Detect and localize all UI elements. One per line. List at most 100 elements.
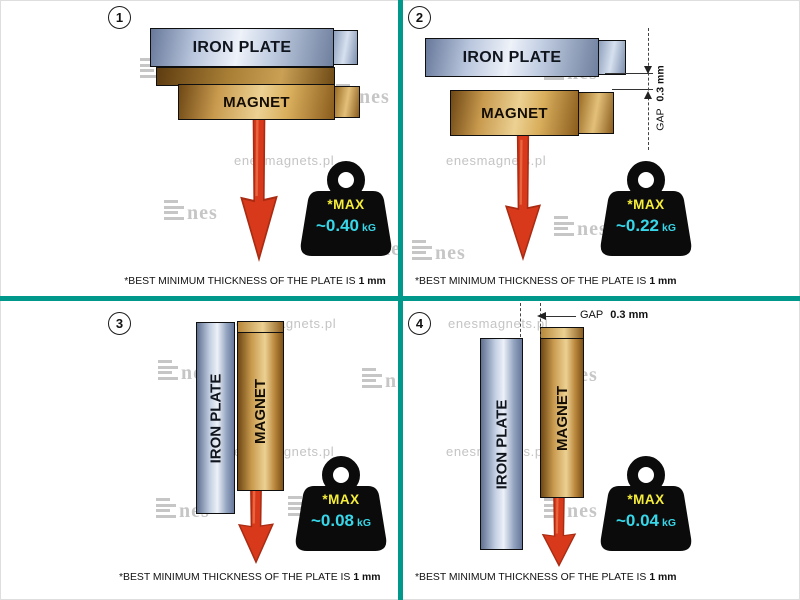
weight-unit: kG bbox=[357, 517, 372, 529]
logo-bars-icon bbox=[156, 498, 176, 520]
footnote-text: *BEST MINIMUM THICKNESS OF THE PLATE IS bbox=[415, 276, 647, 287]
panel-1: 1 nes nes nes nes enesmagnets.pl IRON PL… bbox=[0, 0, 398, 296]
enes-logo-watermark: nes bbox=[412, 240, 466, 264]
logo-bars-icon bbox=[158, 360, 178, 382]
magnet: MAGNET bbox=[178, 84, 335, 120]
magnet-label: MAGNET bbox=[223, 93, 290, 111]
weight-value: ~0.40 bbox=[315, 216, 359, 235]
panel-number: 3 bbox=[115, 316, 124, 331]
footnote-text: *BEST MINIMUM THICKNESS OF THE PLATE IS bbox=[119, 572, 351, 583]
magnet-end bbox=[334, 86, 360, 118]
gap-extension-line bbox=[605, 73, 653, 74]
footnote-text: *BEST MINIMUM THICKNESS OF THE PLATE IS bbox=[415, 572, 647, 583]
magnet-label: MAGNET bbox=[252, 379, 269, 444]
magnet: MAGNET bbox=[540, 338, 584, 498]
gap-label: GAP 0.3 mm bbox=[580, 309, 648, 321]
iron-plate: IRON PLATE bbox=[196, 322, 235, 514]
magnet: MAGNET bbox=[237, 332, 284, 491]
enes-logo-watermark: nes bbox=[164, 200, 218, 224]
panel-number-badge: 1 bbox=[108, 6, 131, 29]
weight-value: ~0.08 bbox=[310, 511, 354, 530]
gap-dimension-line bbox=[540, 303, 541, 337]
panel-number: 1 bbox=[115, 10, 124, 25]
gap-value: 0.3 mm bbox=[655, 65, 667, 102]
watermark-text: enesmagnets.pl bbox=[448, 316, 549, 331]
iron-plate-label: IRON PLATE bbox=[462, 48, 562, 66]
panel-number: 2 bbox=[415, 10, 424, 25]
iron-plate-end bbox=[598, 40, 626, 75]
iron-plate: IRON PLATE bbox=[480, 338, 523, 550]
max-label: *MAX bbox=[327, 197, 365, 212]
logo-text: nes bbox=[359, 85, 390, 108]
iron-plate-label: IRON PLATE bbox=[207, 373, 225, 463]
panel-4: 4 enesmagnets.pl enesmagnets.pl nes nes … bbox=[403, 301, 800, 600]
iron-plate-end bbox=[333, 30, 358, 65]
iron-plate-label: IRON PLATE bbox=[493, 399, 511, 489]
logo-bars-icon bbox=[164, 200, 184, 222]
logo-bars-icon bbox=[412, 240, 432, 262]
gap-dimension-line bbox=[520, 303, 521, 337]
iron-plate: IRON PLATE bbox=[425, 38, 599, 77]
magnet: MAGNET bbox=[450, 90, 579, 136]
logo-text: nes bbox=[385, 369, 398, 392]
panel-3: 3 enesmagnets.pl enesmagnets.pl nes nes … bbox=[0, 301, 398, 600]
footnote-bold: 1 mm bbox=[358, 276, 386, 287]
dimension-arrow-up-icon bbox=[644, 91, 652, 99]
logo-bars-icon bbox=[554, 216, 574, 238]
weight-unit: kG bbox=[662, 222, 677, 234]
dimension-arrow-left-icon bbox=[537, 312, 546, 320]
gap-word: GAP bbox=[580, 309, 604, 321]
gap-dimension-line bbox=[648, 28, 649, 150]
panel-number-badge: 4 bbox=[408, 312, 431, 335]
logo-text: nes bbox=[435, 241, 466, 264]
weight-value: ~0.04 bbox=[615, 511, 659, 530]
down-arrow-icon bbox=[500, 133, 546, 261]
logo-bars-icon bbox=[362, 368, 382, 390]
iron-plate: IRON PLATE bbox=[150, 28, 334, 67]
magnet-label: MAGNET bbox=[553, 385, 571, 451]
max-label: *MAX bbox=[627, 492, 665, 507]
gap-label: GAP 0.3 mm bbox=[651, 52, 671, 144]
logo-text: nes bbox=[567, 499, 598, 522]
enes-logo-watermark: nes bbox=[362, 368, 398, 392]
footnote-text: *BEST MINIMUM THICKNESS OF THE PLATE IS bbox=[124, 276, 356, 287]
gap-extension-line bbox=[612, 89, 653, 90]
magnet-end bbox=[578, 92, 614, 134]
footnote-bold: 1 mm bbox=[353, 572, 381, 583]
gap-extension-line bbox=[544, 316, 576, 317]
panel-number-badge: 2 bbox=[408, 6, 431, 29]
max-label: *MAX bbox=[322, 492, 360, 507]
weight-unit: kG bbox=[362, 222, 377, 234]
panel-number-badge: 3 bbox=[108, 312, 131, 335]
down-arrow-icon bbox=[235, 112, 283, 262]
panel-2: 2 nes nes nes enesmagnets.pl IRON PLATE … bbox=[403, 0, 800, 296]
dimension-arrow-down-icon bbox=[644, 66, 652, 74]
gap-word: GAP bbox=[655, 108, 667, 131]
logo-bars-icon bbox=[288, 496, 308, 518]
logo-text: nes bbox=[187, 201, 218, 224]
gap-value: 0.3 mm bbox=[610, 309, 649, 321]
down-arrow-icon bbox=[537, 491, 581, 567]
divider-horizontal bbox=[0, 296, 800, 301]
footnote-bold: 1 mm bbox=[649, 572, 677, 583]
panel-number: 4 bbox=[415, 316, 424, 331]
enes-logo-watermark: nes bbox=[554, 216, 608, 240]
logo-text: nes bbox=[577, 217, 608, 240]
iron-plate-label: IRON PLATE bbox=[192, 38, 292, 56]
footnote-bold: 1 mm bbox=[649, 276, 677, 287]
weight-value: ~0.22 bbox=[615, 216, 659, 235]
magnet-label: MAGNET bbox=[481, 104, 548, 122]
